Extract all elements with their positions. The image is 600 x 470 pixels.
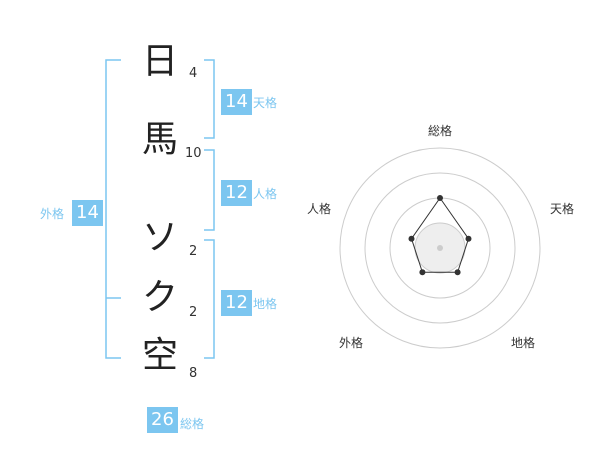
radar-point-2 — [465, 235, 472, 242]
name-char-2: 馬 — [141, 119, 178, 160]
jinkaku-label: 人格 — [253, 187, 278, 201]
radar-ring — [364, 172, 516, 324]
soukaku-value: 26 — [147, 407, 178, 433]
radar-ring — [339, 147, 541, 349]
soukaku-label: 総格 — [180, 417, 205, 431]
chikaku-label: 地格 — [253, 297, 278, 311]
chikaku-value: 12 — [221, 290, 252, 316]
radar-series-line — [410, 197, 470, 273]
name-char-1: 日 — [141, 41, 178, 82]
radar-series — [410, 197, 470, 273]
stroke-count-3: 2 — [189, 244, 198, 259]
radar-axis-label-gaikaku: 外格 — [339, 336, 364, 350]
name-char-3: ソ — [141, 217, 178, 258]
gaikaku-label: 外格 — [40, 207, 65, 221]
gaikaku-value: 14 — [72, 200, 103, 226]
stroke-count-5: 8 — [189, 366, 198, 381]
radar-point-5 — [408, 235, 415, 242]
tenkaku-label: 天格 — [253, 96, 278, 110]
stroke-count-2: 10 — [185, 146, 202, 161]
radar-rings — [339, 147, 541, 349]
radar-point-1 — [437, 195, 443, 201]
radar-axis-label-jinkaku: 人格 — [307, 202, 332, 216]
jinkaku-value: 12 — [221, 180, 252, 206]
radar-axis-label-chikaku: 地格 — [511, 336, 536, 350]
name-char-4: ク — [141, 277, 178, 318]
radar-axis-label-tenkaku: 天格 — [550, 202, 575, 216]
radar-point-3 — [454, 269, 461, 276]
radar-center-dot — [437, 245, 443, 251]
stroke-count-4: 2 — [189, 305, 198, 320]
radar-axis-label-soukaku: 総格 — [428, 124, 453, 138]
radar-point-4 — [419, 269, 426, 276]
name-char-5: 空 — [141, 335, 178, 376]
tenkaku-value: 14 — [221, 89, 252, 115]
radar-points — [408, 195, 472, 276]
stroke-count-1: 4 — [189, 66, 198, 81]
